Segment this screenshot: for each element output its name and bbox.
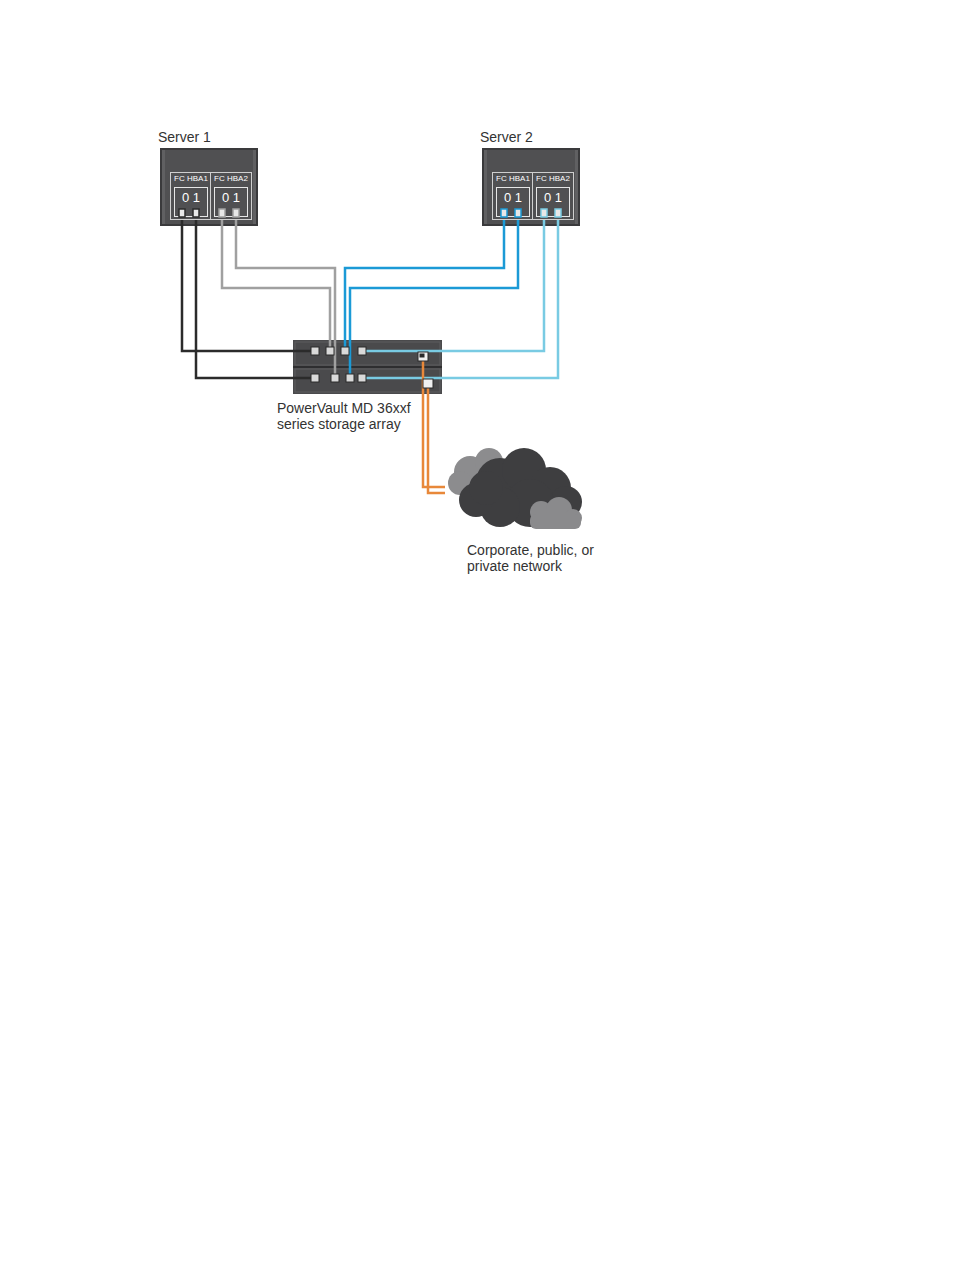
port-numbers: 0 1 [182,190,200,205]
storage-array-chassis [293,340,442,394]
network-label: Corporate, public, or private network [467,542,601,574]
hba-port [515,209,521,217]
network-cloud: Corporate, public, or private network [445,452,583,530]
port-block: 0 1 [536,187,570,217]
fc-ports [311,347,366,382]
fc-cable [442,220,558,378]
hba-label: FC HBA2 [533,173,573,185]
hba-label: FC HBA1 [493,173,533,185]
hba-port [179,209,185,217]
port-numbers: 0 1 [504,190,522,205]
hba-port [233,209,239,217]
hba-label: FC HBA2 [211,173,251,185]
server-label-holder: Server 2 [480,128,533,146]
fc-cable [182,220,293,351]
hba-card: FC HBA1 0 1 [492,172,534,220]
server-label-holder: Server 1 [158,128,211,146]
fc-cable [196,220,293,378]
server-label: Server 1 [158,129,211,145]
fc-cable [222,220,330,340]
hba-card: FC HBA2 0 1 [532,172,574,220]
server-label: Server 2 [480,129,533,145]
storage-array: PowerVault MD 36xxf series storage array [293,340,442,394]
port-stubs [293,340,442,394]
network-cloud [448,448,582,529]
port-numbers: 0 1 [544,190,562,205]
hba-card: FC HBA2 0 1 [210,172,252,220]
hba-port [555,209,561,217]
ethernet-cable [423,394,445,487]
port-block: 0 1 [214,187,248,217]
array-label: PowerVault MD 36xxf series storage array [277,400,419,432]
fc-cable [236,220,335,340]
server-box: Server 1FC HBA10 1FC HBA20 1 [160,148,258,226]
fc-cable [345,220,504,340]
port-block: 0 1 [496,187,530,217]
port-numbers: 0 1 [222,190,240,205]
fc-cable [350,220,518,340]
hba-port [541,209,547,217]
server-box: Server 2FC HBA10 1FC HBA20 1 [482,148,580,226]
caption-holder: PowerVault MD 36xxf series storage array [277,400,419,432]
hba-port [501,209,507,217]
management-ports [418,352,433,388]
port-block: 0 1 [174,187,208,217]
fc-cable [442,220,544,351]
hba-label: FC HBA1 [171,173,211,185]
hba-port [219,209,225,217]
hba-port [193,209,199,217]
caption-holder: Corporate, public, or private network [467,542,601,574]
ethernet-cable [428,394,445,493]
hba-card: FC HBA1 0 1 [170,172,212,220]
